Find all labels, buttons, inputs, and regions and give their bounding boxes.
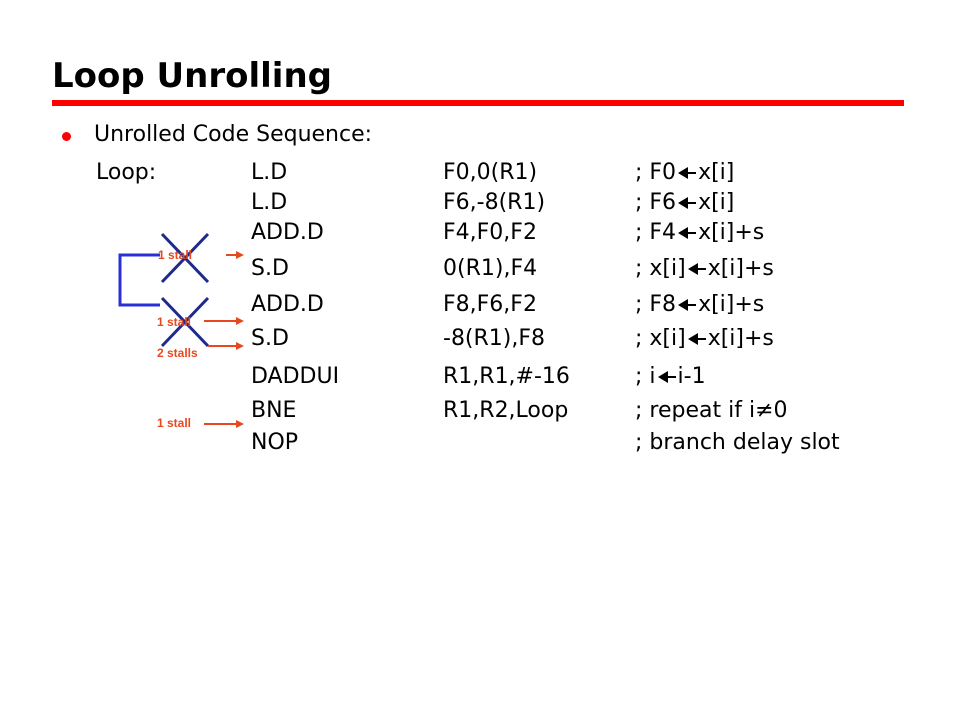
comment-text-3: ; x[i]	[635, 256, 686, 281]
comment-text-after-3: x[i]+s	[707, 256, 774, 281]
code-args-3: 0(R1),F4	[443, 256, 538, 281]
code-op-0: L.D	[251, 160, 288, 185]
code-args-5: -8(R1),F8	[443, 326, 546, 351]
comment-text-after-1: x[i]	[698, 190, 735, 215]
comment-text-6: ; i	[635, 364, 656, 389]
dependency-bracket	[118, 253, 160, 307]
code-args-4: F8,F6,F2	[443, 292, 537, 317]
code-args-7: R1,R2,Loop	[443, 398, 569, 423]
comment-text-after-2: x[i]+s	[698, 220, 765, 245]
comment-text-after-4: x[i]+s	[698, 292, 765, 317]
code-comment-7: ; repeat if i≠0	[635, 398, 788, 423]
code-comment-2: ; F4 x[i]+s	[635, 218, 764, 248]
code-args-2: F4,F0,F2	[443, 220, 537, 245]
stall-label-3: 2 stalls	[157, 346, 198, 360]
code-args-1: F6,-8(R1)	[443, 190, 546, 215]
comment-text-after-5: x[i]+s	[707, 326, 774, 351]
left-arrow-icon	[676, 218, 698, 248]
code-op-6: DADDUI	[251, 364, 340, 389]
left-arrow-icon	[676, 290, 698, 320]
code-args-0: F0,0(R1)	[443, 160, 538, 185]
comment-text-1: ; F6	[635, 190, 677, 215]
stall-arrowhead-3	[236, 342, 244, 350]
comment-text-0: ; F0	[635, 160, 677, 185]
code-op-1: L.D	[251, 190, 288, 215]
stall-label-2: 1 stall	[157, 315, 192, 329]
code-comment-1: ; F6 x[i]	[635, 188, 734, 218]
code-op-3: S.D	[251, 256, 289, 281]
left-arrow-icon	[656, 362, 678, 392]
left-arrow-icon	[676, 188, 698, 218]
comment-text-2: ; F4	[635, 220, 677, 245]
code-comment-3: ; x[i] x[i]+s	[635, 254, 774, 284]
title-underline	[52, 100, 904, 106]
code-args-6: R1,R1,#-16	[443, 364, 570, 389]
stall-arrowhead-4	[236, 420, 244, 428]
code-label-0: Loop:	[96, 160, 157, 185]
left-arrow-icon	[686, 324, 708, 354]
bullet-text: Unrolled Code Sequence:	[94, 122, 373, 147]
code-comment-8: ; branch delay slot	[635, 430, 840, 455]
comment-text-after-6: i-1	[677, 364, 706, 389]
code-comment-0: ; F0 x[i]	[635, 158, 734, 188]
code-op-5: S.D	[251, 326, 289, 351]
comment-text-5: ; x[i]	[635, 326, 686, 351]
left-arrow-icon	[676, 158, 698, 188]
code-comment-4: ; F8 x[i]+s	[635, 290, 764, 320]
bullet-dot-icon	[62, 132, 71, 141]
comment-text-4: ; F8	[635, 292, 677, 317]
code-op-2: ADD.D	[251, 220, 324, 245]
stall-label-4: 1 stall	[157, 416, 192, 430]
code-op-4: ADD.D	[251, 292, 324, 317]
code-op-7: BNE	[251, 398, 297, 423]
stall-arrowhead-1	[236, 251, 244, 259]
slide-title: Loop Unrolling	[52, 56, 333, 96]
stall-arrowhead-2	[236, 317, 244, 325]
code-comment-5: ; x[i] x[i]+s	[635, 324, 774, 354]
comment-text-after-0: x[i]	[698, 160, 735, 185]
left-arrow-icon	[686, 254, 708, 284]
code-op-8: NOP	[251, 430, 299, 455]
code-comment-6: ; i i-1	[635, 362, 706, 392]
stall-label-1: 1 stall	[158, 248, 193, 262]
